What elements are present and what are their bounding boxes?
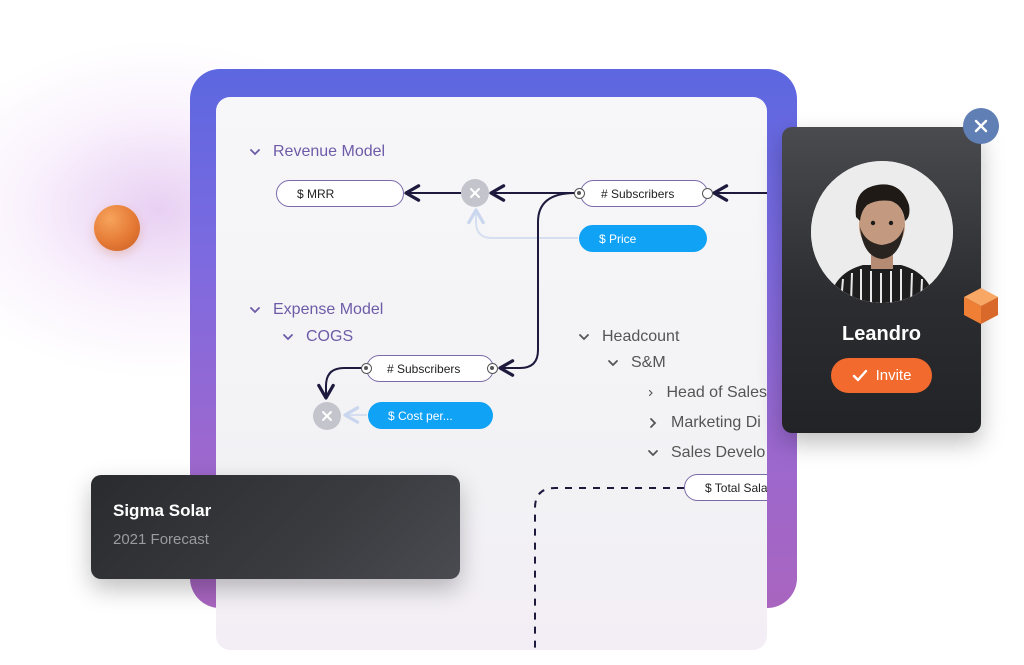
port-out[interactable] xyxy=(487,363,498,374)
cost-per-label: $ Cost per... xyxy=(388,408,453,423)
close-icon xyxy=(470,188,480,198)
chevron-right-icon xyxy=(648,389,653,397)
cube-icon xyxy=(964,288,998,324)
port-out[interactable] xyxy=(702,188,713,199)
total-sales-node[interactable]: $ Total Sala xyxy=(684,474,768,501)
decorative-sphere xyxy=(94,205,140,251)
revenue-model-section[interactable]: Revenue Model xyxy=(249,143,385,161)
user-name: Leandro xyxy=(842,323,921,345)
close-button[interactable] xyxy=(963,108,999,144)
close-icon xyxy=(974,119,988,133)
mrr-label: $ MRR xyxy=(297,186,335,201)
head-of-sales-item[interactable]: Head of Sales xyxy=(647,384,767,402)
sm-label: S&M xyxy=(631,354,666,371)
cogs-label: COGS xyxy=(306,328,354,345)
marketing-item[interactable]: Marketing Di xyxy=(647,414,767,432)
cogs-section[interactable]: COGS xyxy=(282,328,353,346)
check-icon xyxy=(852,369,867,382)
chevron-down-icon xyxy=(283,334,293,341)
expense-subscribers-node[interactable]: # Subscribers xyxy=(366,355,494,382)
port-in[interactable] xyxy=(361,363,372,374)
headcount-label: Headcount xyxy=(602,328,680,345)
marketing-label: Marketing Di xyxy=(671,414,761,431)
head-of-sales-label: Head of Sales xyxy=(666,384,767,401)
subscribers-node[interactable]: # Subscribers xyxy=(580,180,708,207)
port-in[interactable] xyxy=(574,188,585,199)
chevron-down-icon xyxy=(579,334,589,341)
chevron-right-icon xyxy=(650,418,657,428)
headcount-section[interactable]: Headcount xyxy=(578,328,679,346)
subscribers-label: # Subscribers xyxy=(601,186,675,201)
chevron-down-icon xyxy=(250,149,260,156)
expense-model-section[interactable]: Expense Model xyxy=(249,301,383,319)
project-subtitle: 2021 Forecast xyxy=(113,531,209,548)
revenue-model-label: Revenue Model xyxy=(273,143,386,160)
close-icon xyxy=(322,411,332,421)
project-card[interactable]: Sigma Solar 2021 Forecast xyxy=(91,475,460,579)
expense-multiply-operator[interactable] xyxy=(313,402,341,430)
chevron-down-icon xyxy=(608,360,618,367)
chevron-down-icon xyxy=(648,450,658,457)
total-sales-label: $ Total Sala xyxy=(705,480,768,495)
invite-label: Invite xyxy=(875,367,912,384)
avatar xyxy=(811,161,953,303)
price-label: $ Price xyxy=(599,231,637,246)
invite-button[interactable]: Invite xyxy=(831,358,932,393)
sales-develop-item[interactable]: Sales Develo xyxy=(647,444,767,462)
expense-subscribers-label: # Subscribers xyxy=(387,361,461,376)
cost-per-node[interactable]: $ Cost per... xyxy=(368,402,493,429)
project-title: Sigma Solar xyxy=(113,501,212,520)
mrr-node[interactable]: $ MRR xyxy=(276,180,404,207)
sm-section[interactable]: S&M xyxy=(607,354,666,372)
chevron-down-icon xyxy=(250,307,260,314)
sales-develop-label: Sales Develo xyxy=(671,444,766,461)
multiply-operator[interactable] xyxy=(461,179,489,207)
user-card: Leandro Invite xyxy=(782,127,981,433)
person-icon xyxy=(811,161,953,303)
price-node[interactable]: $ Price xyxy=(579,225,707,252)
expense-model-label: Expense Model xyxy=(273,301,384,318)
